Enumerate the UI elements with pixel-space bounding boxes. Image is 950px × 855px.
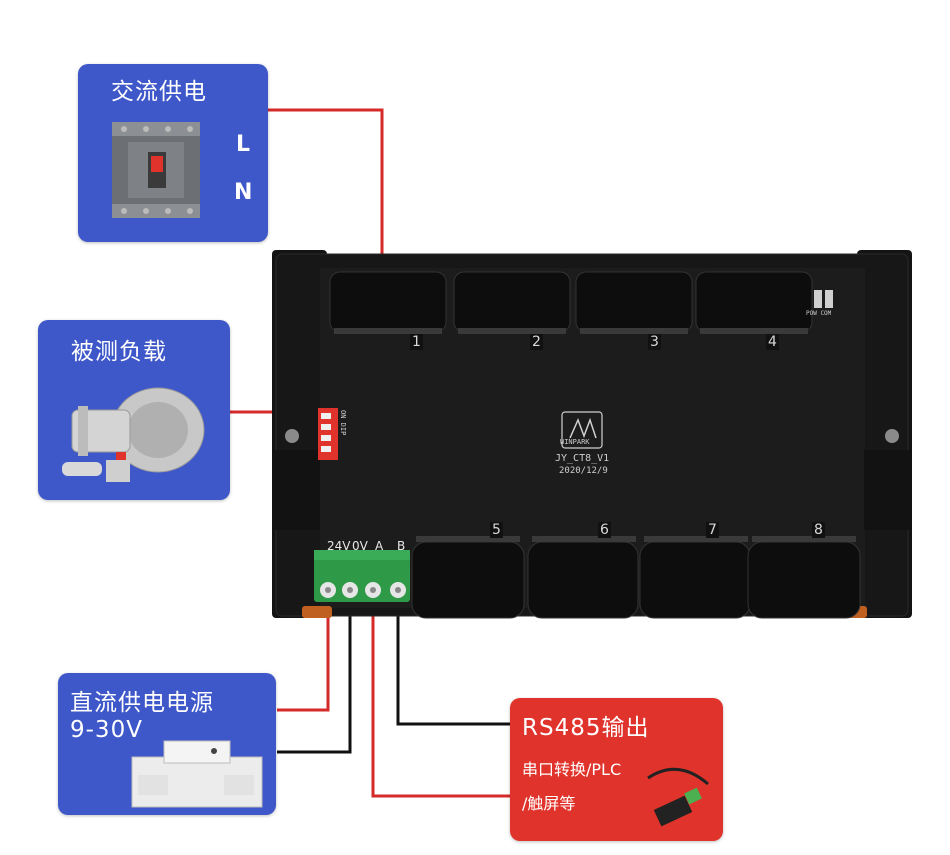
wire-24v [277, 596, 330, 712]
callout-load: 被测负载 [38, 320, 230, 500]
ct-number-1: 1 [410, 334, 423, 350]
callout-ac-power: 交流供电 L N [78, 64, 268, 242]
ct-number-8: 8 [812, 522, 825, 538]
date-label: 2020/12/9 [559, 466, 608, 476]
terminal-label-b: B [397, 539, 406, 553]
callout-ac-power-l: L [236, 132, 251, 157]
model-label: JY_CT8_V1 [555, 453, 610, 464]
ct-number-2: 2 [530, 334, 543, 350]
wire-0v [277, 596, 352, 754]
wire-a [371, 596, 510, 798]
callout-load-title: 被测负载 [71, 339, 167, 365]
callout-rs485-title: RS485输出 [522, 715, 650, 741]
callout-dc-power-title: 直流供电电源 [70, 690, 214, 716]
callout-rs485: RS485输出 串口转换/PLC /触屏等 [510, 698, 723, 841]
ct-number-6: 6 [598, 522, 611, 538]
callout-dc-power-voltage: 9-30V [70, 717, 143, 743]
callout-rs485-line2: /触屏等 [522, 794, 576, 813]
indicator-label: POW COM [806, 310, 832, 317]
ct-number-7: 7 [706, 522, 719, 538]
callout-rs485-line1: 串口转换/PLC [522, 760, 622, 779]
ct-module-board: 1 2 3 4 5 6 7 8 24V 0V A B WINPARK JY_CT… [272, 250, 912, 620]
ct-number-4: 4 [766, 334, 779, 350]
callout-dc-power: 直流供电电源 9-30V [58, 673, 276, 815]
terminal-label-24v: 24V [327, 539, 351, 553]
callout-ac-power-title: 交流供电 [111, 79, 207, 105]
dip-label: ON DIP [339, 410, 347, 436]
breaker-image [112, 122, 200, 218]
terminal-label-a: A [375, 539, 384, 553]
ct-number-3: 3 [648, 334, 661, 350]
terminal-label-0v: 0V [352, 539, 368, 553]
psu-image [131, 740, 263, 808]
brand-label: WINPARK [560, 438, 590, 446]
wire-ac-live [268, 108, 384, 275]
blower-image [62, 387, 205, 482]
callout-ac-power-n: N [234, 180, 253, 205]
usb-converter-image [647, 767, 709, 827]
ct-number-5: 5 [490, 522, 503, 538]
wire-b [396, 596, 510, 726]
